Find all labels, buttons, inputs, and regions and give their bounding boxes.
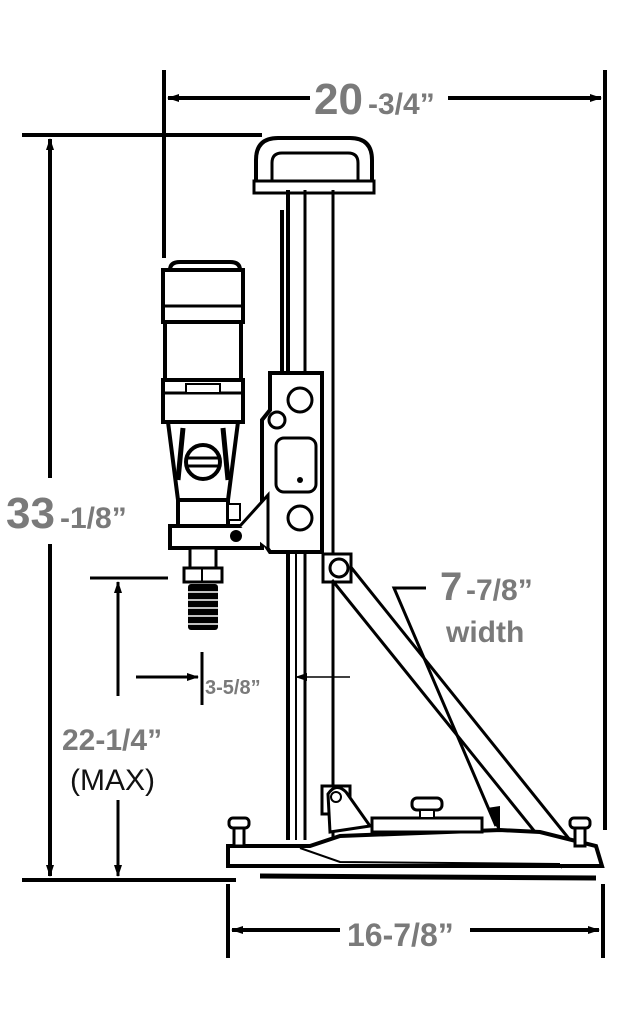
spindle-offset-dimension: 3-5/8” — [136, 652, 350, 705]
overall-height-whole: 33 — [6, 489, 55, 538]
overall-width-dimension: 20 -3/4” — [162, 70, 607, 830]
stand-width-fraction: -7/8” — [466, 574, 533, 607]
carriage-plate — [260, 371, 324, 554]
overall-width-fraction: -3/4” — [368, 88, 435, 121]
base-length-value: 16-7/8” — [347, 917, 454, 953]
drill-motor — [161, 260, 270, 550]
overall-width-whole: 20 — [314, 75, 363, 124]
stand-width-whole: 7 — [440, 565, 462, 609]
base-length-dimension: 16-7/8” — [226, 884, 605, 958]
max-drill-height-value: 22-1/4” — [62, 724, 162, 757]
column-handle — [252, 136, 376, 195]
stand-base — [226, 784, 605, 881]
stand-width-callout: 7 -7/8” width — [391, 565, 533, 834]
drill-spindle — [182, 546, 224, 630]
max-drill-height-caption: (MAX) — [70, 764, 155, 797]
spindle-offset-value: 3-5/8” — [205, 677, 261, 699]
overall-height-dimension: 33 -1/8” — [6, 133, 262, 882]
overall-height-fraction: -1/8” — [60, 502, 127, 535]
stand-width-caption: width — [445, 616, 524, 649]
max-drill-height-dimension: 22-1/4” (MAX) — [62, 576, 168, 877]
